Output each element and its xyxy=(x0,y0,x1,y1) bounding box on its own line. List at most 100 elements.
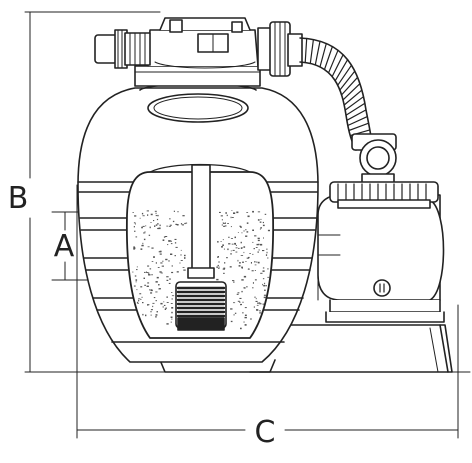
sand-grain xyxy=(160,262,163,264)
hose-rib xyxy=(328,49,339,74)
sand-grain xyxy=(254,261,256,263)
sand-grain xyxy=(246,257,249,259)
sand-grain xyxy=(146,271,147,273)
sand-grain xyxy=(155,291,158,293)
sand-grain xyxy=(147,272,150,274)
sand-grain xyxy=(147,272,149,273)
sand-grain xyxy=(149,226,151,229)
sand-grain xyxy=(223,225,226,227)
sand-grain xyxy=(163,236,166,238)
sand-grain xyxy=(171,307,174,309)
sand-grain xyxy=(256,304,259,306)
sand-grain xyxy=(180,254,182,256)
hose-rib xyxy=(348,122,370,132)
hose-rib xyxy=(334,59,349,82)
sand-grain xyxy=(231,243,234,245)
sand-grain xyxy=(232,249,235,251)
sand-grain xyxy=(252,282,254,284)
sand-grain xyxy=(253,306,255,308)
sand-grain xyxy=(241,290,243,293)
sand-grain xyxy=(267,276,270,278)
sand-grain xyxy=(264,289,266,291)
sand-grain xyxy=(151,261,154,262)
sand-grain xyxy=(240,241,242,244)
sand-grain xyxy=(180,223,183,225)
sand-grain xyxy=(169,278,171,280)
sand-grain xyxy=(246,212,249,213)
sand-grain xyxy=(262,267,265,269)
sand-grain xyxy=(172,220,175,223)
sand-grain xyxy=(168,260,170,262)
sand-grain xyxy=(151,274,153,276)
sand-grain xyxy=(254,235,257,237)
sand-grain xyxy=(260,227,262,229)
sand-grain xyxy=(165,258,168,261)
sand-grain xyxy=(257,219,260,221)
sand-grain xyxy=(141,212,144,215)
sand-grain xyxy=(150,289,153,292)
sand-grain xyxy=(236,293,239,295)
sand-grain xyxy=(254,279,257,281)
sand-grain xyxy=(256,243,259,246)
sand-grain xyxy=(176,224,179,226)
sand-grain xyxy=(220,241,222,242)
sand-grain xyxy=(142,225,145,227)
sand-grain xyxy=(248,256,250,259)
sand-grain xyxy=(242,261,244,263)
sand-grain xyxy=(223,222,225,224)
sand-grain xyxy=(170,321,172,323)
sand-grain xyxy=(157,214,159,217)
sand-grain xyxy=(225,212,227,214)
sand-grain xyxy=(216,278,219,281)
sand-grain xyxy=(141,296,143,298)
sand-grain xyxy=(166,279,169,281)
sand-grain xyxy=(244,314,247,316)
sand-grain xyxy=(168,240,171,242)
sand-grain xyxy=(154,210,157,212)
sand-grain xyxy=(141,226,143,229)
sand-grain xyxy=(238,247,240,249)
sand-grain xyxy=(144,284,146,286)
sand-grain xyxy=(171,292,173,293)
sand-grain xyxy=(133,248,136,250)
sand-grain xyxy=(237,259,239,262)
sand-grain xyxy=(233,212,236,214)
sand-grain xyxy=(262,283,264,286)
sand-grain xyxy=(156,218,159,221)
sand-grain xyxy=(223,267,226,270)
sand-grain xyxy=(257,211,261,213)
sand-grain xyxy=(225,222,226,224)
sand-grain xyxy=(239,225,242,227)
sand-grain xyxy=(247,215,250,218)
sand-grain xyxy=(219,211,221,213)
sand-grain xyxy=(235,247,238,249)
sand-grain xyxy=(133,285,136,287)
sand-grain xyxy=(246,222,249,224)
sand-grain xyxy=(171,298,173,300)
sand-grain xyxy=(236,211,239,214)
sand-grain xyxy=(240,303,242,305)
sand-grain xyxy=(147,304,150,306)
sand-grain xyxy=(233,314,235,316)
sand-grain xyxy=(243,251,245,254)
hose-rib xyxy=(345,102,366,116)
sand-grain xyxy=(259,243,263,246)
sand-grain xyxy=(150,292,153,294)
sand-grain xyxy=(229,266,232,268)
sand-grain xyxy=(259,312,262,314)
sand-grain xyxy=(254,264,257,266)
sand-grain xyxy=(220,215,223,217)
sand-grain xyxy=(256,309,258,311)
sand-grain xyxy=(142,242,144,245)
sand-grain xyxy=(252,229,254,231)
sand-grain xyxy=(136,289,138,291)
sand-grain xyxy=(156,276,159,279)
sand-grain xyxy=(230,320,233,323)
sand-grain xyxy=(150,314,152,316)
sand-grain xyxy=(134,247,136,249)
sand-grain xyxy=(217,256,219,258)
sand-grain xyxy=(165,236,168,237)
sand-grain xyxy=(157,267,160,268)
sand-grain xyxy=(243,287,246,289)
sand-grain xyxy=(155,262,157,264)
